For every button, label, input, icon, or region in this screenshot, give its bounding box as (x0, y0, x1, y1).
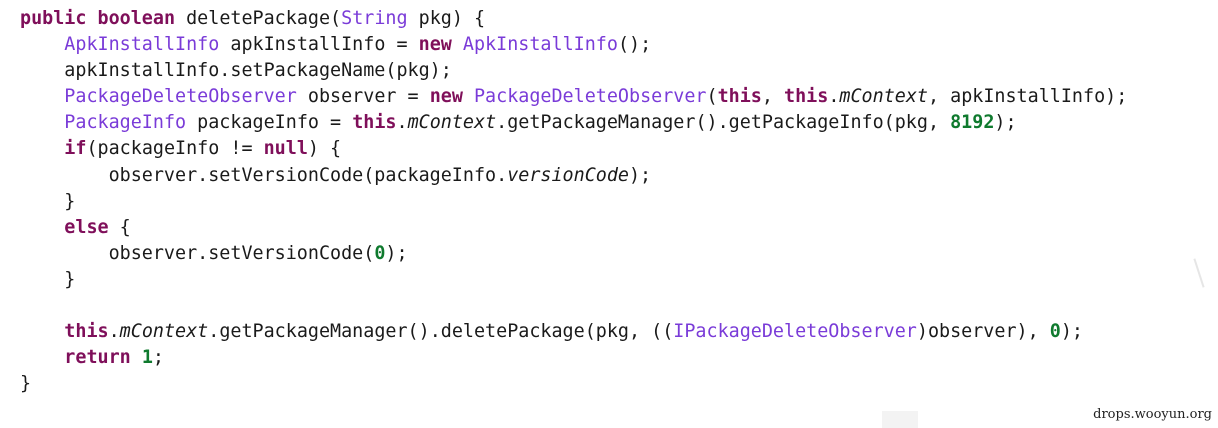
code-text: { (108, 216, 131, 238)
code-keyword: this (352, 112, 397, 134)
code-text: . (108, 321, 120, 343)
code-text (20, 86, 64, 107)
code-text: . (828, 86, 840, 108)
code-line: else { (20, 215, 1127, 241)
code-line: } (20, 371, 1127, 397)
code-line: public boolean deletePackage(String pkg)… (20, 6, 1127, 32)
code-line: ApkInstallInfo apkInstallInfo = new ApkI… (20, 32, 1127, 58)
code-text: ( (706, 86, 718, 108)
code-number: 0 (1049, 321, 1061, 343)
code-text: deletePackage( (175, 8, 342, 29)
code-text: ); (994, 112, 1017, 134)
code-text: } (20, 268, 76, 290)
code-text: pkg) { (407, 8, 486, 29)
code-line: } (20, 189, 1127, 215)
code-keyword: new (418, 34, 452, 56)
code-text (20, 347, 64, 368)
code-field: mContext (407, 112, 497, 134)
code-keyword: this (784, 86, 829, 108)
code-keyword: boolean (97, 8, 176, 29)
code-line: } (20, 267, 1127, 293)
code-number: 8192 (950, 112, 995, 134)
watermark-text: drops.wooyun.org (1093, 407, 1212, 422)
code-type: PackageInfo (64, 112, 187, 134)
faint-watermark-block (882, 411, 918, 428)
code-text (20, 138, 64, 159)
code-keyword: else (64, 216, 109, 238)
code-text: (); (617, 34, 652, 56)
code-text: ) { (307, 138, 342, 160)
code-text (20, 34, 64, 55)
code-text: apkInstallInfo = (219, 34, 419, 56)
code-text (452, 34, 463, 55)
code-text: ); (385, 242, 408, 264)
code-text: .getPackageManager().deletePackage(pkg, … (208, 321, 674, 343)
code-type: ApkInstallInfo (462, 34, 618, 56)
code-text: observer = (296, 86, 430, 108)
code-type: PackageDeleteObserver (64, 86, 297, 108)
code-keyword: this (64, 321, 109, 343)
faint-decoration (1193, 258, 1205, 288)
code-text: ); (628, 164, 652, 186)
code-keyword: if (64, 138, 87, 160)
code-text: observer.setVersionCode(packageInfo. (20, 164, 508, 186)
code-keyword: return (64, 347, 131, 369)
code-number: 1 (141, 347, 153, 369)
code-text: , apkInstallInfo); (927, 86, 1128, 108)
code-line: this.mContext.getPackageManager().delete… (20, 319, 1127, 345)
code-line: PackageDeleteObserver observer = new Pac… (20, 84, 1127, 110)
code-line: observer.setVersionCode(packageInfo.vers… (20, 163, 1127, 189)
code-text: . (396, 112, 408, 134)
code-text: ; (152, 347, 164, 369)
code-field: versionCode (507, 164, 629, 186)
code-line: observer.setVersionCode(0); (20, 241, 1127, 267)
code-text: , (761, 86, 785, 108)
code-line: if(packageInfo != null) { (20, 136, 1127, 162)
code-keyword: public (20, 8, 87, 29)
code-text: packageInfo = (186, 112, 353, 134)
code-text: )observer), (916, 321, 1050, 343)
code-keyword: new (429, 86, 463, 108)
code-type: String (341, 8, 408, 29)
code-line (20, 293, 1127, 319)
code-text: ); (1060, 321, 1083, 343)
code-line: return 1; (20, 345, 1127, 371)
code-type: ApkInstallInfo (64, 34, 220, 56)
code-text (20, 321, 64, 342)
code-text: apkInstallInfo.setPackageName(pkg); (20, 60, 452, 82)
code-type: PackageDeleteObserver (473, 86, 707, 108)
code-text: } (20, 373, 32, 395)
code-block: public boolean deletePackage(String pkg)… (20, 6, 1127, 397)
code-number: 0 (374, 242, 386, 264)
code-type: IPackageDeleteObserver (673, 321, 917, 343)
code-line: PackageInfo packageInfo = this.mContext.… (20, 110, 1127, 136)
code-line: apkInstallInfo.setPackageName(pkg); (20, 58, 1127, 84)
code-text (20, 217, 64, 238)
code-text: observer.setVersionCode( (20, 242, 375, 264)
code-text: .getPackageManager().getPackageInfo(pkg, (496, 112, 951, 134)
code-text (131, 347, 142, 368)
code-text (463, 86, 474, 107)
code-keyword: this (717, 86, 762, 108)
code-text (86, 8, 97, 29)
code-text: (packageInfo != (86, 138, 264, 160)
code-field: mContext (839, 86, 928, 108)
code-text: } (20, 190, 76, 212)
code-field: mContext (119, 321, 209, 343)
code-keyword: null (263, 138, 308, 160)
code-text (20, 112, 64, 133)
